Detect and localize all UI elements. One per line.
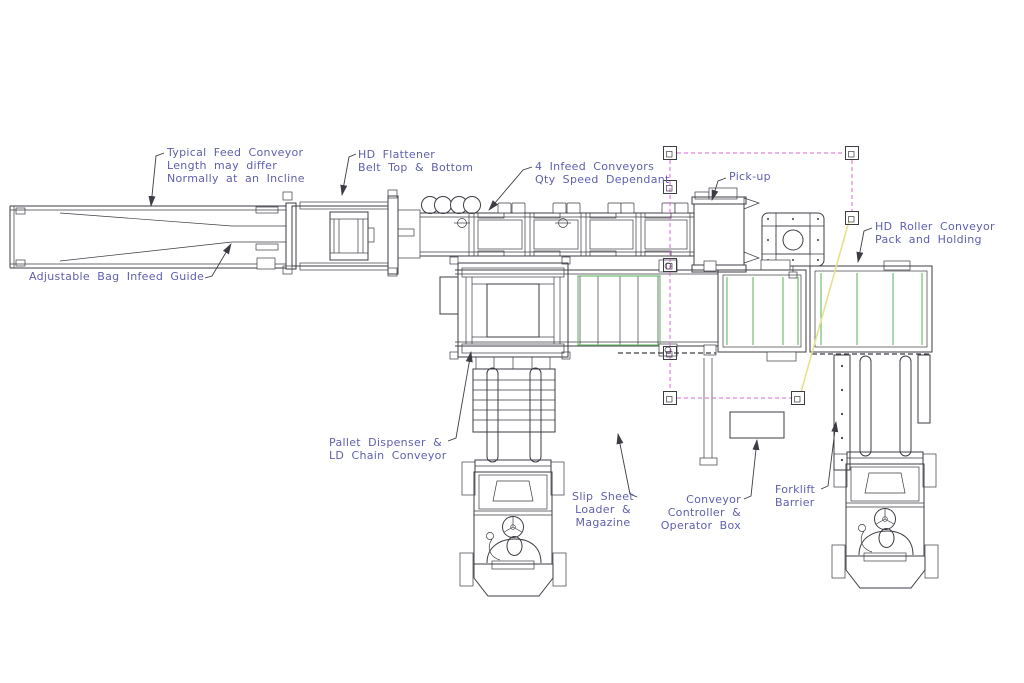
leader-pallet-dispenser [447,351,473,442]
feed-conveyor-drawing [9,205,292,270]
leader-controller [743,439,760,500]
label-slip-sheet: Slip Sheet Loader & Magazine [572,490,634,529]
label-pick-up: Pick-up [729,170,771,183]
pick-up-conveyor-drawing [691,187,761,273]
rotary-fixture-drawing [761,212,825,279]
forklift-barrier-drawing [833,354,931,471]
pallet-stack-drawing [472,367,556,463]
leader-pick-up [711,177,727,201]
label-feed-conveyor: Typical Feed Conveyor Length may differ … [167,146,305,185]
leader-bag-guide [204,243,232,279]
leader-hd-flattener [340,153,357,196]
right-forklift-drawing [831,355,939,589]
leader-infeed-conveyors [488,166,533,211]
label-hd-flattener: HD Flattener Belt Top & Bottom [358,148,474,174]
roller-conveyor-drawing [717,259,933,362]
leader-forklift-barrier [820,421,839,490]
leader-slip-sheet [616,433,638,498]
left-forklift-drawing [459,459,567,597]
label-pallet-dispenser: Pallet Dispenser & LD Chain Conveyor [329,436,447,462]
label-controller: Conveyor Controller & Operator Box [660,493,741,532]
safety-zone-drawing [663,146,859,405]
hd-flattener-drawing [282,189,481,277]
pallet-dispenser-drawing [439,256,571,370]
label-infeed-conveyors: 4 Infeed Conveyors Qty Speed Dependant [535,160,670,186]
controller-box-drawing [729,411,785,439]
label-bag-guide: Adjustable Bag Infeed Guide [29,270,205,283]
leader-hd-roller [856,227,873,263]
label-forklift-barrier: Forklift Barrier [775,483,816,509]
leader-lines [148,152,873,500]
infeed-conveyors-drawing [420,202,694,257]
leader-feed-conveyor [148,152,165,207]
label-hd-roller: HD Roller Conveyor Pack and Holding [875,220,995,246]
